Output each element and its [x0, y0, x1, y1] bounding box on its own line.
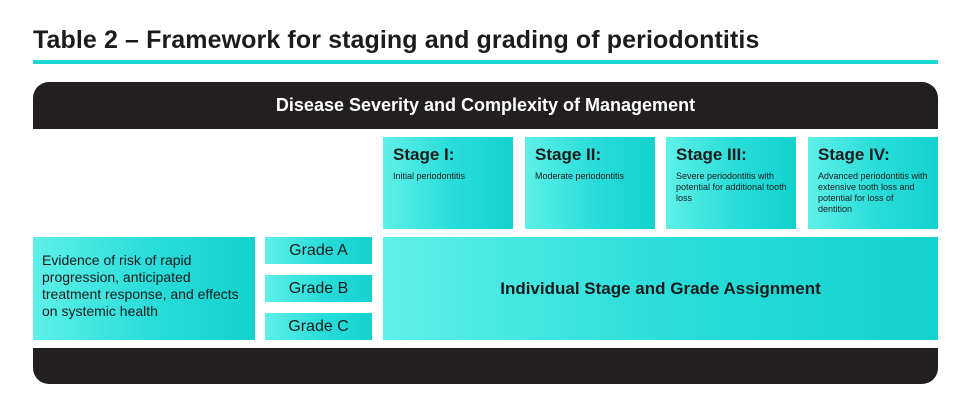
- stage-3-title: Stage III:: [676, 145, 747, 164]
- bottom-bar: [33, 348, 938, 384]
- stage-1-title: Stage I:: [393, 145, 455, 164]
- stage-4-description: Advanced periodontitis with extensive to…: [818, 171, 928, 214]
- stage-2-description: Moderate periodontitis: [535, 171, 625, 181]
- grade-a-cell: Grade A: [265, 237, 372, 264]
- grade-b-cell: Grade B: [265, 275, 372, 302]
- stage-3-description: Severe periodontitis with potential for …: [676, 171, 787, 203]
- severity-header-bar: Disease Severity and Complexity of Manag…: [33, 82, 938, 129]
- assignment-cell: Individual Stage and Grade Assignment: [383, 237, 938, 340]
- stage-2-title: Stage II:: [535, 145, 602, 164]
- stage-1-description: Initial periodontitis: [393, 171, 466, 181]
- grade-c-label: Grade C: [288, 317, 349, 335]
- stage-3-cell: Stage III: Severe periodontitis with pot…: [666, 137, 796, 229]
- page-title: Table 2 – Framework for staging and grad…: [33, 26, 760, 54]
- stage-4-cell: Stage IV: Advanced periodontitis with ex…: [808, 137, 938, 229]
- stage-2-cell: Stage II: Moderate periodontitis: [525, 137, 655, 229]
- severity-header-label: Disease Severity and Complexity of Manag…: [275, 95, 696, 115]
- stage-4-title: Stage IV:: [818, 145, 890, 164]
- grade-b-label: Grade B: [288, 279, 349, 297]
- title-underline: [33, 60, 938, 64]
- grade-a-label: Grade A: [289, 241, 348, 259]
- assignment-label: Individual Stage and Grade Assignment: [500, 278, 821, 298]
- evidence-cell: Evidence of risk of rapid progression, a…: [33, 237, 255, 340]
- grade-c-cell: Grade C: [265, 313, 372, 340]
- stage-1-cell: Stage I: Initial periodontitis: [383, 137, 513, 229]
